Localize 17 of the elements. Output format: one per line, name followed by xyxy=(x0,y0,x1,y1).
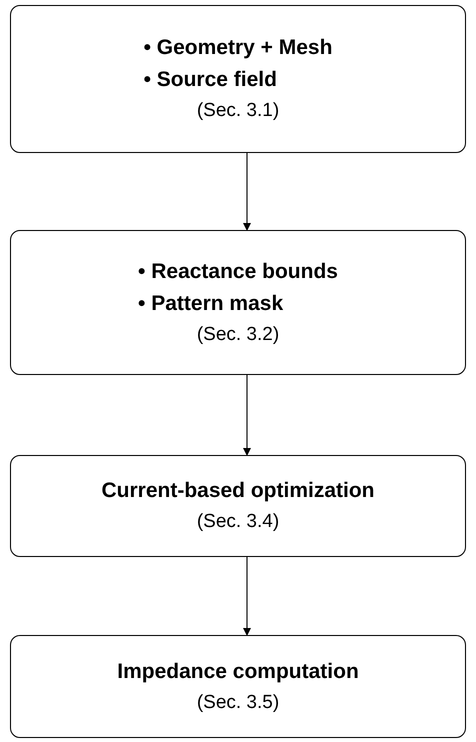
box-heading: • Pattern mask xyxy=(138,290,284,316)
box-heading: • Source field xyxy=(144,67,277,93)
process-box xyxy=(10,5,466,153)
box-heading: Impedance computation xyxy=(117,658,359,684)
process-box xyxy=(10,635,466,738)
arrow xyxy=(243,374,251,456)
arrow xyxy=(243,152,251,231)
section-reference: (Sec. 3.2) xyxy=(196,322,280,346)
box-heading: • Geometry + Mesh xyxy=(144,35,332,61)
process-box xyxy=(10,230,466,375)
section-reference: (Sec. 3.5) xyxy=(196,690,280,714)
process-box xyxy=(10,455,466,557)
arrow xyxy=(243,556,251,636)
section-reference: (Sec. 3.1) xyxy=(196,99,280,123)
section-reference: (Sec. 3.4) xyxy=(196,510,280,534)
box-heading: Current-based optimization xyxy=(101,478,374,504)
box-heading: • Reactance bounds xyxy=(138,258,338,284)
